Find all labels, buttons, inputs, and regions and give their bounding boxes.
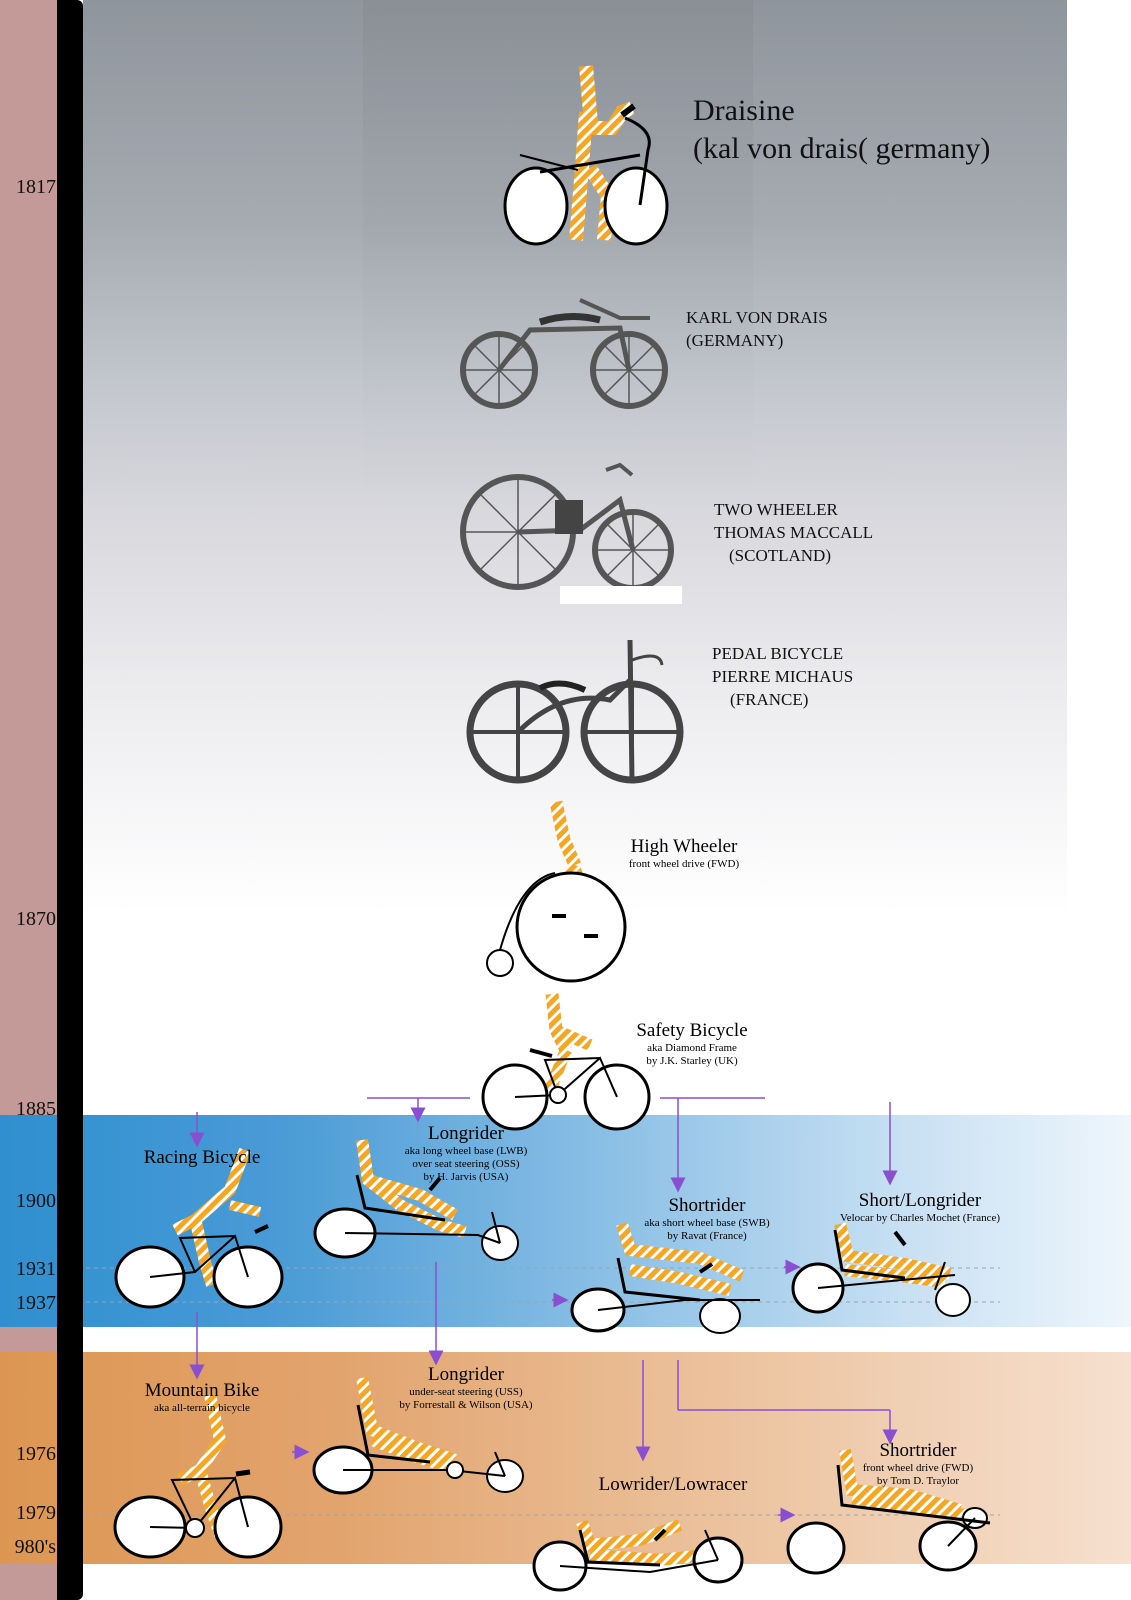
two-wheeler-country: (SCOTLAND) [729, 546, 831, 565]
longrider-uss-label: Longrider under-seat steering (USS) by F… [376, 1364, 556, 1412]
lowracer-label: Lowrider/Lowracer [578, 1474, 768, 1496]
longrider-uss-sub1: under-seat steering (USS) [409, 1386, 523, 1398]
velocar-label: Short/Longrider Velocar by Charles Moche… [820, 1190, 1020, 1225]
draisine-inventor: (kal von drais( germany) [693, 132, 991, 165]
year-label: 1817 [16, 176, 56, 198]
high-wheeler-label: High Wheeler front wheel drive (FWD) [604, 836, 764, 871]
two-wheeler-title: TWO WHEELER [714, 500, 838, 519]
mountain-bike-title: Mountain Bike [144, 1380, 260, 1401]
shortrider-fwd-sub2: by Tom D. Traylor [876, 1475, 960, 1487]
longrider-uss-title: Longrider [428, 1364, 504, 1385]
racing-bicycle-title: Racing Bicycle [143, 1147, 261, 1168]
shortrider-swb-sub2: by Ravat (France) [667, 1230, 747, 1242]
two-wheeler-machine [460, 462, 682, 604]
shortrider-fwd-sub1: front wheel drive (FWD) [862, 1462, 974, 1474]
timeline-bar [57, 0, 83, 1600]
racing-bicycle-label: Racing Bicycle [122, 1147, 282, 1169]
pedal-bicycle-inventor: PIERRE MICHAUS [712, 667, 854, 686]
drais-title: KARL VON DRAIS [686, 308, 828, 327]
high-wheeler-figure [486, 800, 627, 983]
velocar-figure [791, 1222, 971, 1317]
high-wheeler-sub: front wheel drive (FWD) [628, 858, 740, 870]
year-label: 1931 [16, 1258, 56, 1280]
year-label: 1900 [16, 1190, 56, 1212]
shortrider-swb-label: Shortrider aka short wheel base (SWB) by… [617, 1195, 797, 1243]
longrider-uss-figure [312, 1376, 524, 1495]
shortrider-fwd-title: Shortrider [879, 1440, 957, 1461]
safety-bicycle-sub2: by J.K. Starley (UK) [646, 1055, 738, 1067]
racing-bicycle-figure [114, 1147, 284, 1309]
year-label: 980's [14, 1536, 56, 1558]
pedal-bicycle-machine [466, 639, 684, 784]
longrider-oss-label: Longrider aka long wheel base (LWB) over… [376, 1123, 556, 1184]
two-wheeler-inventor: THOMAS MACCALL [714, 523, 874, 542]
draisine-title: Draisine [693, 94, 795, 127]
shortrider-fwd-figure [786, 1448, 991, 1575]
year-label: 1870 [16, 908, 56, 930]
drais-country: (GERMANY) [686, 331, 784, 350]
longrider-oss-figure [313, 1139, 519, 1261]
velocar-title: Short/Longrider [858, 1190, 982, 1211]
lowracer-figure [532, 1519, 744, 1592]
year-label: 1937 [16, 1292, 56, 1314]
drais-machine [460, 298, 668, 409]
longrider-oss-sub2: over seat steering (OSS) [412, 1158, 520, 1170]
safety-bicycle-figure [481, 993, 651, 1131]
safety-bicycle-sub1: aka Diamond Frame [647, 1042, 737, 1054]
shortrider-fwd-label: Shortrider front wheel drive (FWD) by To… [838, 1440, 998, 1488]
velocar-sub1: Velocar by Charles Mochet (France) [839, 1212, 1001, 1224]
pedal-bicycle-title: PEDAL BICYCLE [712, 644, 844, 663]
draisine-figure [503, 65, 669, 246]
longrider-uss-sub2: by Forrestall & Wilson (USA) [399, 1399, 533, 1411]
shortrider-swb-sub1: aka short wheel base (SWB) [644, 1217, 770, 1229]
safety-bicycle-label: Safety Bicycle aka Diamond Frame by J.K.… [612, 1020, 772, 1068]
longrider-oss-title: Longrider [428, 1123, 504, 1144]
evolution-arrows [189, 1097, 898, 1523]
year-label: 1885 [16, 1098, 56, 1120]
shortrider-swb-title: Shortrider [668, 1195, 746, 1216]
pedal-bicycle-country: (FRANCE) [730, 690, 809, 709]
high-wheeler-title: High Wheeler [630, 836, 738, 857]
mountain-bike-figure [113, 1393, 283, 1559]
longrider-oss-sub3: by H. Jarvis (USA) [423, 1171, 509, 1183]
safety-bicycle-title: Safety Bicycle [636, 1020, 748, 1041]
mountain-bike-label: Mountain Bike aka all-terrain bicycle [122, 1380, 282, 1415]
year-strip [0, 0, 60, 1600]
lowracer-title: Lowrider/Lowracer [598, 1474, 748, 1495]
year-label: 1979 [16, 1502, 56, 1524]
year-label: 1976 [16, 1443, 56, 1465]
longrider-oss-sub1: aka long wheel base (LWB) [404, 1145, 528, 1157]
mountain-bike-sub1: aka all-terrain bicycle [154, 1402, 250, 1414]
shortrider-swb-figure [570, 1222, 760, 1334]
